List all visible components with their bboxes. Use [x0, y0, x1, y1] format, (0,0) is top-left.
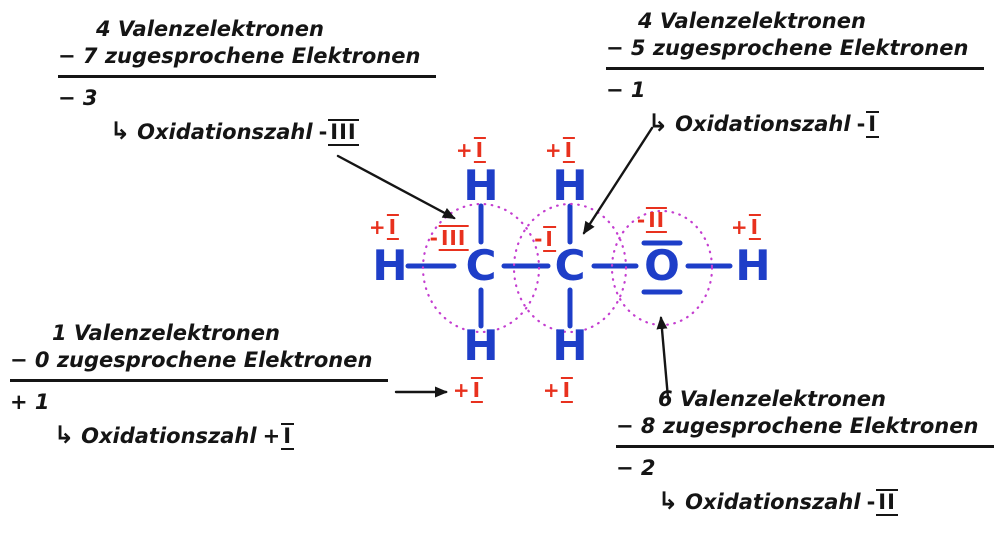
oxidation-sign: -: [318, 119, 328, 144]
conclusion-line: ↳Oxidationszahl-I: [648, 108, 984, 139]
oxidation-numeral: I: [473, 137, 487, 163]
corner-arrow-icon: ↳: [110, 116, 131, 145]
oxidation-sign: -: [856, 111, 866, 136]
result-line: − 3: [58, 85, 98, 110]
atom-c1: C: [465, 241, 497, 290]
valence-line: 4 Valenzelektronen: [96, 17, 324, 41]
oxidation-sign: +: [368, 215, 386, 239]
conclusion-line: ↳Oxidationszahl-II: [658, 486, 994, 517]
oxidation-sign: -: [636, 208, 646, 232]
atom-h-top2: H: [552, 161, 588, 210]
oxidation-sign: +: [730, 215, 748, 239]
atom-o: O: [644, 241, 680, 290]
result-line: + 1: [10, 389, 50, 414]
oxidation-numeral: I: [386, 214, 400, 240]
oxidation-sign: -: [534, 227, 543, 251]
oxidation-state-o: -II: [636, 207, 668, 233]
oxidation-state-h-left: +I: [368, 214, 400, 240]
atom-h-right: H: [735, 241, 771, 290]
oxidation-numeral: III: [328, 118, 359, 146]
oxidation-sign: +: [262, 423, 281, 448]
oxidation-state-h-bottom2: +I: [542, 377, 574, 403]
atom-h-bottom1: H: [463, 321, 499, 370]
oxidation-numeral: I: [281, 422, 295, 450]
valence-line: 4 Valenzelektronen: [638, 9, 866, 33]
oxidation-state-h-top2: +I: [544, 137, 576, 163]
oxidation-sign: +: [544, 138, 562, 162]
calc-block-hydrogen: 1 Valenzelektronen − 0 zugesprochene Ele…: [10, 320, 389, 451]
corner-arrow-icon: ↳: [54, 420, 75, 449]
conclusion-label: Oxidationszahl: [81, 423, 257, 448]
conclusion-line: ↳Oxidationszahl-III: [110, 116, 436, 147]
oxidation-numeral: II: [646, 207, 668, 233]
corner-arrow-icon: ↳: [658, 486, 679, 515]
result-line: − 1: [606, 77, 646, 102]
oxidation-sign: -: [429, 226, 438, 250]
oxidation-sign: +: [452, 378, 470, 402]
calc-block-carbon-middle: 4 Valenzelektronen − 5 zugesprochene Ele…: [606, 8, 985, 139]
oxidation-numeral: III: [438, 225, 469, 251]
valence-line: 1 Valenzelektronen: [52, 321, 280, 345]
oxidation-state-h-top1: +I: [455, 137, 487, 163]
atom-h-left: H: [372, 241, 408, 290]
result-line: − 2: [616, 455, 656, 480]
atom-h-top1: H: [463, 161, 499, 210]
oxidation-sign: -: [866, 489, 876, 514]
oxidation-numeral: II: [876, 488, 898, 516]
oxidation-sign: +: [455, 138, 473, 162]
oxidation-numeral: I: [866, 110, 880, 138]
oxidation-state-c2: -I: [534, 226, 556, 252]
oxidation-numeral: I: [543, 226, 556, 252]
calc-block-carbon-left: 4 Valenzelektronen − 7 zugesprochene Ele…: [58, 16, 437, 147]
oxidation-state-c1: -III: [430, 225, 469, 251]
calc-block-oxygen: 6 Valenzelektronen − 8 zugesprochene Ele…: [616, 386, 995, 517]
oxidation-numeral: I: [560, 377, 574, 403]
conclusion-label: Oxidationszahl: [685, 489, 861, 514]
oxidation-numeral: I: [470, 377, 484, 403]
atom-c2: C: [554, 241, 586, 290]
arrow-to-c1: [336, 154, 456, 220]
conclusion-label: Oxidationszahl: [137, 119, 313, 144]
oxidation-numeral: I: [748, 214, 762, 240]
valence-line: 6 Valenzelektronen: [658, 387, 886, 411]
oxidation-sign: +: [542, 378, 560, 402]
conclusion-line: ↳Oxidationszahl+I: [54, 420, 388, 451]
oxidation-state-h-bottom1: +I: [452, 377, 484, 403]
oxidation-state-h-right: +I: [730, 214, 762, 240]
atom-h-bottom2: H: [552, 321, 588, 370]
conclusion-label: Oxidationszahl: [675, 111, 851, 136]
assigned-line: − 5 zugesprochene Elektronen: [606, 35, 985, 70]
corner-arrow-icon: ↳: [648, 108, 669, 137]
assigned-line: − 0 zugesprochene Elektronen: [10, 347, 389, 382]
assigned-line: − 8 zugesprochene Elektronen: [616, 413, 995, 448]
oxidation-numeral: I: [562, 137, 576, 163]
assigned-line: − 7 zugesprochene Elektronen: [58, 43, 437, 78]
